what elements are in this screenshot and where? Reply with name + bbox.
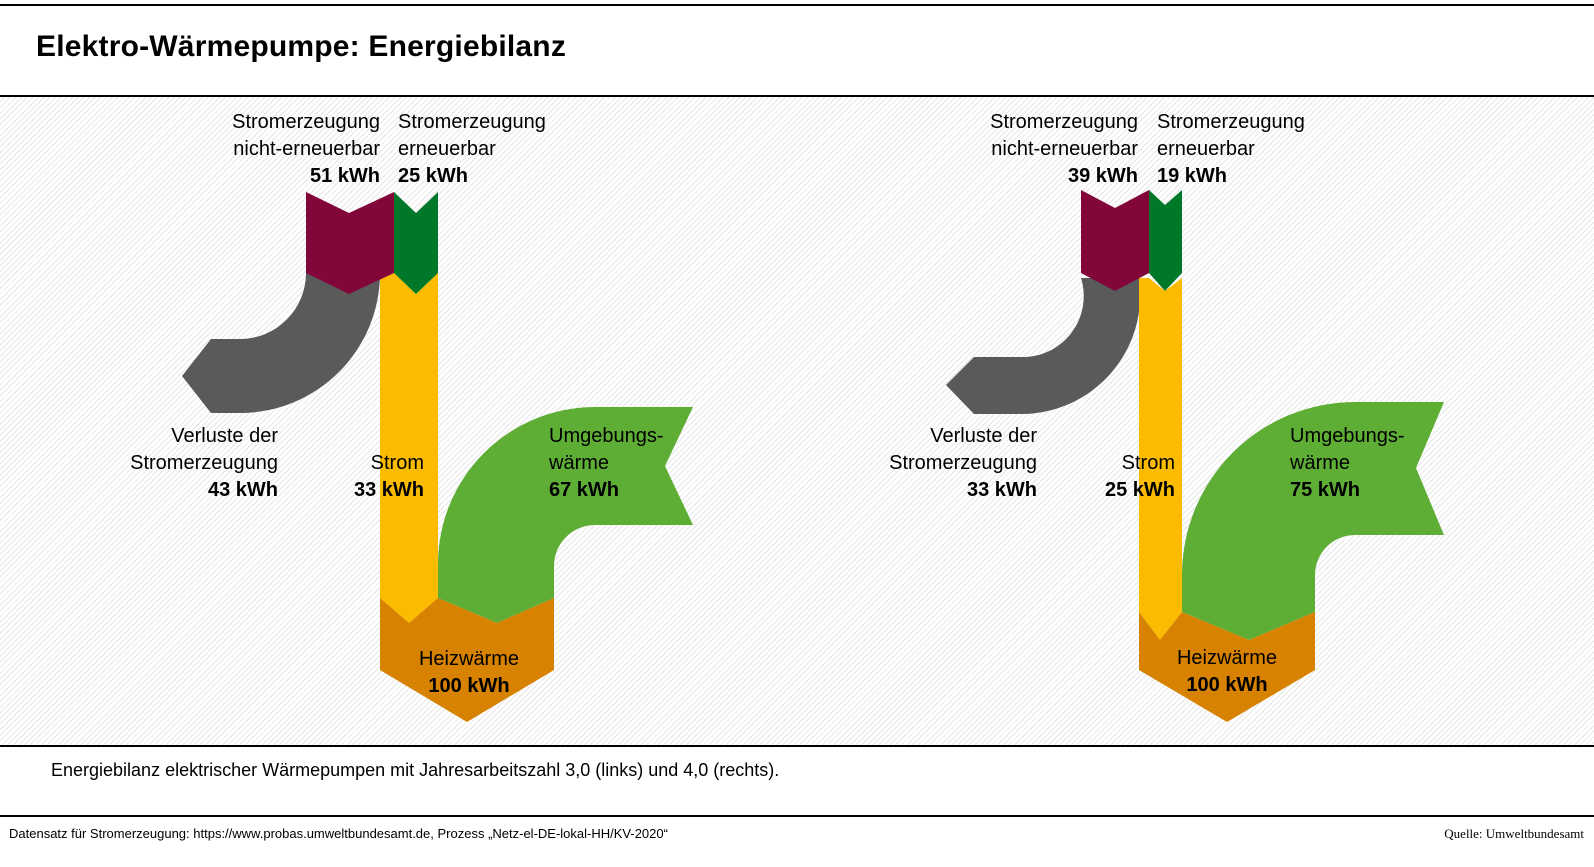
label-line: nicht-erneuerbar bbox=[991, 138, 1138, 160]
label-strom: Strom 33 kWh bbox=[354, 450, 424, 504]
flow-strom bbox=[380, 273, 438, 623]
label-umgebungswaerme: Umgebungs- wärme 75 kWh bbox=[1290, 423, 1405, 504]
label-erneuerbar: Stromerzeugung erneuerbar 19 kWh bbox=[1157, 109, 1305, 190]
label-line: nicht-erneuerbar bbox=[233, 138, 380, 160]
top-rule bbox=[0, 4, 1594, 6]
label-value: 100 kWh bbox=[428, 675, 510, 697]
flow-umgebungswaerme bbox=[438, 407, 693, 623]
label-value: 33 kWh bbox=[353, 479, 424, 501]
label-value: 43 kWh bbox=[207, 479, 278, 501]
label-value: 67 kWh bbox=[549, 479, 620, 501]
node-erneuerbar bbox=[394, 192, 438, 294]
label-heizwaerme: Heizwärme 100 kWh bbox=[1157, 645, 1297, 699]
node-nicht-erneuerbar bbox=[1081, 190, 1149, 291]
label-strom: Strom 25 kWh bbox=[1105, 450, 1175, 504]
footer-rule bbox=[0, 815, 1594, 817]
label-line: Stromerzeugung bbox=[990, 111, 1138, 133]
label-line: Stromerzeugung bbox=[889, 452, 1037, 474]
label-line: Umgebungs- bbox=[1290, 425, 1405, 447]
label-line: Stromerzeugung bbox=[398, 111, 546, 133]
label-verluste: Verluste der Stromerzeugung 33 kWh bbox=[889, 423, 1037, 504]
source-credit: Quelle: Umweltbundesamt bbox=[1444, 826, 1584, 841]
label-value: 51 kWh bbox=[309, 165, 380, 187]
label-line: erneuerbar bbox=[1157, 138, 1255, 160]
label-nicht-erneuerbar: Stromerzeugung nicht-erneuerbar 39 kWh bbox=[990, 109, 1138, 190]
flow-strom bbox=[1139, 278, 1182, 640]
label-heizwaerme: Heizwärme 100 kWh bbox=[399, 646, 539, 700]
label-verluste: Verluste der Stromerzeugung 43 kWh bbox=[130, 423, 278, 504]
label-value: 100 kWh bbox=[1186, 674, 1268, 696]
label-nicht-erneuerbar: Stromerzeugung nicht-erneuerbar 51 kWh bbox=[232, 109, 380, 190]
label-line: Verluste der bbox=[171, 425, 278, 447]
flow-umgebungswaerme bbox=[1182, 402, 1444, 640]
label-line: Strom bbox=[370, 452, 424, 474]
label-line: wärme bbox=[1290, 452, 1351, 474]
sankey-left bbox=[182, 192, 693, 722]
flow-verluste bbox=[182, 273, 380, 413]
figure-caption: Energiebilanz elektrischer Wärmepumpen m… bbox=[51, 760, 780, 780]
node-erneuerbar bbox=[1149, 190, 1182, 291]
label-value: 39 kWh bbox=[1067, 165, 1138, 187]
label-value: 25 kWh bbox=[1104, 479, 1175, 501]
label-value: 75 kWh bbox=[1290, 479, 1361, 501]
label-umgebungswaerme: Umgebungs- wärme 67 kWh bbox=[549, 423, 664, 504]
label-line: Umgebungs- bbox=[549, 425, 664, 447]
node-nicht-erneuerbar bbox=[306, 192, 394, 294]
label-value: 19 kWh bbox=[1157, 165, 1228, 187]
label-line: Stromerzeugung bbox=[130, 452, 278, 474]
label-erneuerbar: Stromerzeugung erneuerbar 25 kWh bbox=[398, 109, 546, 190]
label-line: Strom bbox=[1121, 452, 1175, 474]
label-line: wärme bbox=[549, 452, 610, 474]
page-title: Elektro-Wärmepumpe: Energiebilanz bbox=[36, 30, 567, 63]
label-line: erneuerbar bbox=[398, 138, 496, 160]
source-note: Datensatz für Stromerzeugung: https://ww… bbox=[9, 826, 668, 841]
sankey-right bbox=[946, 190, 1444, 722]
label-line: Stromerzeugung bbox=[1157, 111, 1305, 133]
label-line: Stromerzeugung bbox=[232, 111, 380, 133]
node-heizwaerme bbox=[380, 598, 554, 722]
label-value: 33 kWh bbox=[966, 479, 1037, 501]
label-line: Verluste der bbox=[930, 425, 1037, 447]
flow-verluste bbox=[946, 278, 1141, 415]
label-line: Heizwärme bbox=[1176, 647, 1278, 669]
label-line: Heizwärme bbox=[418, 648, 520, 670]
node-heizwaerme bbox=[1139, 612, 1315, 722]
label-value: 25 kWh bbox=[398, 165, 469, 187]
